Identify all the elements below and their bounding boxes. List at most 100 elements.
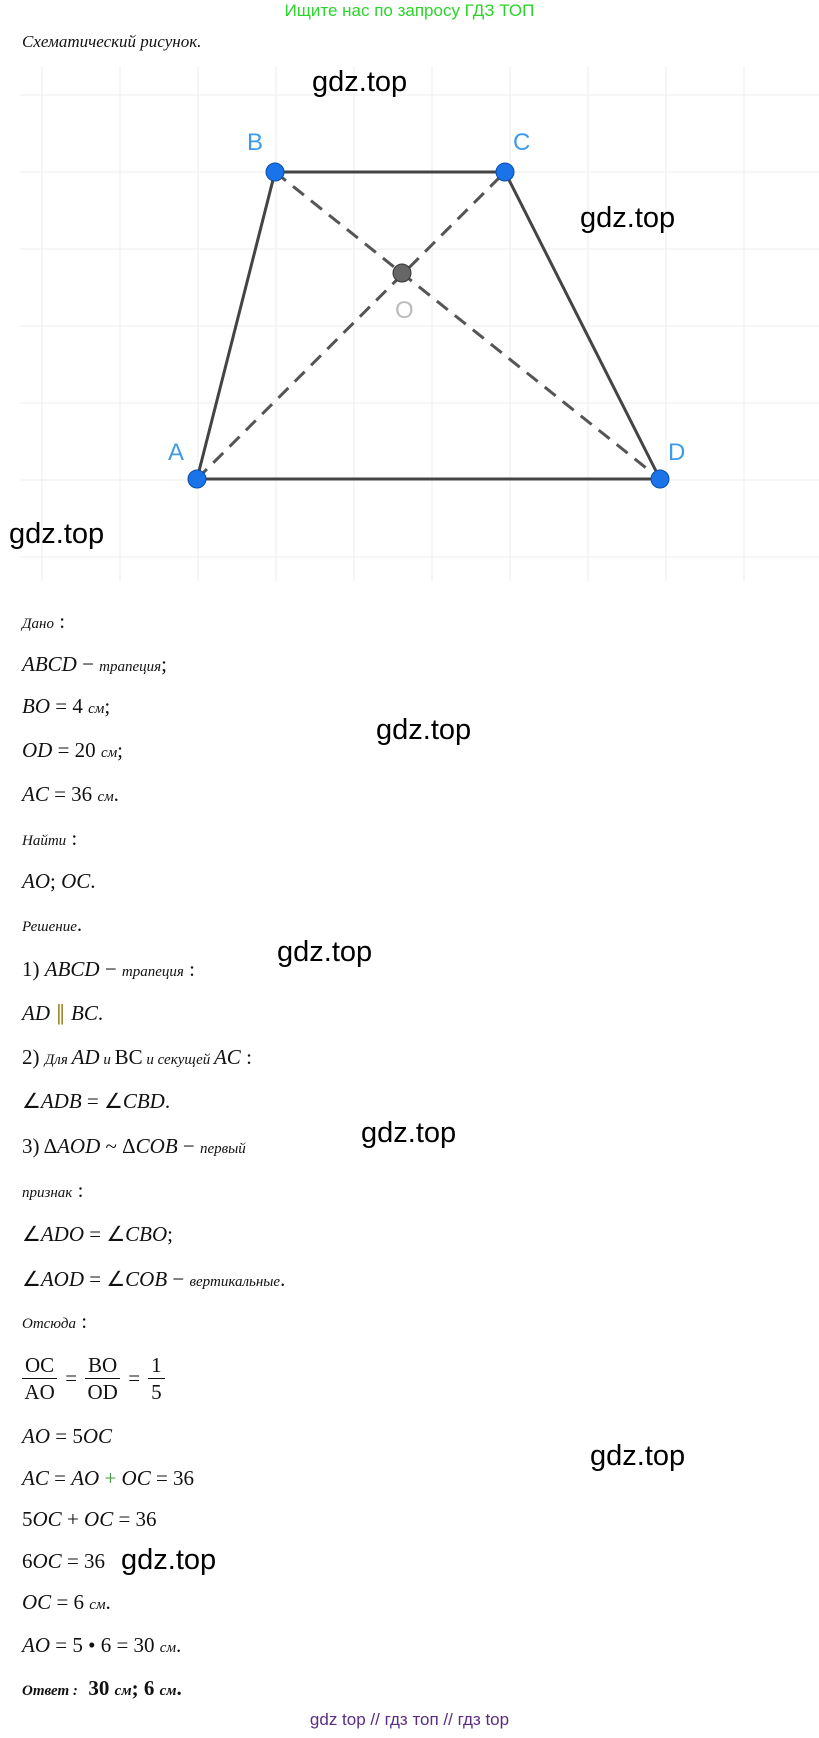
text-segment: BC [71, 1001, 98, 1025]
text-segment: AC [22, 1466, 49, 1490]
text-segment: вертикальные [189, 1274, 281, 1290]
text-segment: AC [22, 782, 49, 806]
text-segment: CBO [125, 1222, 168, 1246]
solution-line: ABCD − трапеция; [22, 651, 167, 680]
text-segment: − [167, 1267, 190, 1291]
text-segment: AO [22, 869, 50, 893]
text-segment: + [99, 1466, 122, 1490]
text-segment: ; [167, 1222, 174, 1246]
text-segment: : [183, 957, 195, 981]
equals-sign: = [65, 1366, 78, 1390]
text-segment: = 20 [52, 738, 101, 762]
point-b [265, 162, 285, 182]
text-segment: . [113, 782, 119, 806]
text-segment: 30 [77, 1676, 115, 1700]
text-segment: . [105, 1590, 111, 1614]
text-segment: Отсюда [22, 1316, 76, 1332]
text-segment: AC [213, 1045, 241, 1069]
solution-line: признак : [22, 1177, 83, 1206]
text-segment: см [114, 1683, 132, 1699]
text-segment: : [72, 1178, 84, 1202]
solution-line: Отсюда : [22, 1308, 87, 1337]
solution-line: OD = 20 см; [22, 737, 123, 766]
text-segment: 5 [22, 1507, 33, 1531]
text-segment: 2) [22, 1045, 45, 1069]
watermark: gdz.top [580, 202, 676, 234]
text-segment: AOD [40, 1267, 84, 1291]
text-segment: = ∠ [81, 1089, 123, 1113]
text-segment: = 36 [150, 1466, 195, 1490]
text-segment: OC [82, 1424, 113, 1448]
side-ab [195, 171, 277, 480]
text-segment: AO [71, 1466, 100, 1490]
solution-line: AO = 5 • 6 = 30 см. [22, 1632, 181, 1661]
text-segment: − [99, 957, 122, 981]
text-segment: . [176, 1676, 182, 1700]
text-segment: = 36 [48, 782, 98, 806]
text-segment: Для [44, 1052, 72, 1068]
text-segment: . [176, 1633, 182, 1657]
text-segment: ∥ [50, 1001, 71, 1025]
text-segment: . [90, 869, 96, 893]
watermark: gdz.top [312, 66, 408, 98]
watermark: gdz.top [277, 936, 373, 968]
text-segment: . [76, 912, 83, 936]
solution-line: 1) ABCD − трапеция : [22, 956, 195, 985]
text-segment: = 5 [50, 1424, 83, 1448]
text-segment: ~ Δ [100, 1134, 136, 1158]
text-segment: − [177, 1134, 200, 1158]
text-segment: ∠ [22, 1222, 41, 1246]
solution-line: ∠ADO = ∠CBO; [22, 1221, 173, 1247]
solution-line: ∠AOD = ∠COB − вертикальные. [22, 1266, 285, 1295]
text-segment: COB [135, 1134, 178, 1158]
text-segment: и секущей [142, 1052, 214, 1068]
text-segment: + [61, 1507, 85, 1531]
point-o [392, 263, 412, 283]
label-o: O [395, 297, 414, 324]
text-segment: OC [32, 1549, 62, 1573]
text-segment: OC [22, 1590, 52, 1614]
text-segment: см [159, 1683, 177, 1699]
footer-links[interactable]: gdz top // гдз топ // гдз top [309, 1710, 510, 1729]
text-segment: трапеция [99, 659, 162, 675]
text-segment: : [54, 609, 66, 633]
text-segment: OC [61, 869, 91, 893]
text-segment: ; [50, 869, 62, 893]
text-segment: BO [22, 694, 50, 718]
text-segment: OD [22, 738, 53, 762]
text-segment: : [240, 1045, 252, 1069]
text-segment: ; [117, 738, 124, 762]
text-segment: ∠ [22, 1267, 41, 1291]
label-d: D [668, 439, 685, 466]
text-segment: CBD [122, 1089, 165, 1113]
text-segment: признак [22, 1185, 73, 1201]
label-c: C [513, 129, 530, 156]
text-segment: OC [84, 1507, 114, 1531]
label-a: A [168, 439, 184, 466]
text-segment: 3) Δ [22, 1134, 58, 1158]
text-segment: OC [121, 1466, 151, 1490]
watermark: gdz.top [376, 714, 472, 746]
text-segment: Найти [22, 833, 67, 849]
grid [20, 66, 819, 581]
text-segment: см [88, 701, 105, 717]
search-banner[interactable]: Ищите нас по запросу ГДЗ ТОП [284, 1, 535, 20]
text-segment: ADB [40, 1089, 82, 1113]
text-segment: Решение [22, 919, 77, 935]
point-c [495, 162, 515, 182]
solution-line: AC = AO + OC = 36 [22, 1465, 194, 1491]
solution-line: 3) ΔAOD ~ ΔCOB − первый [22, 1133, 246, 1162]
solution-line: AO; OC. [22, 868, 96, 894]
text-segment: . [97, 1001, 104, 1025]
text-segment: и [99, 1052, 115, 1068]
figure-caption: Схематический рисунок. [22, 32, 202, 51]
text-segment: ; [161, 652, 167, 676]
text-segment: ABCD [22, 652, 77, 676]
diagonal-ac [195, 170, 507, 481]
text-segment: : [66, 826, 78, 850]
text-segment: = 36 [61, 1549, 106, 1573]
text-segment: 6 [22, 1549, 33, 1573]
